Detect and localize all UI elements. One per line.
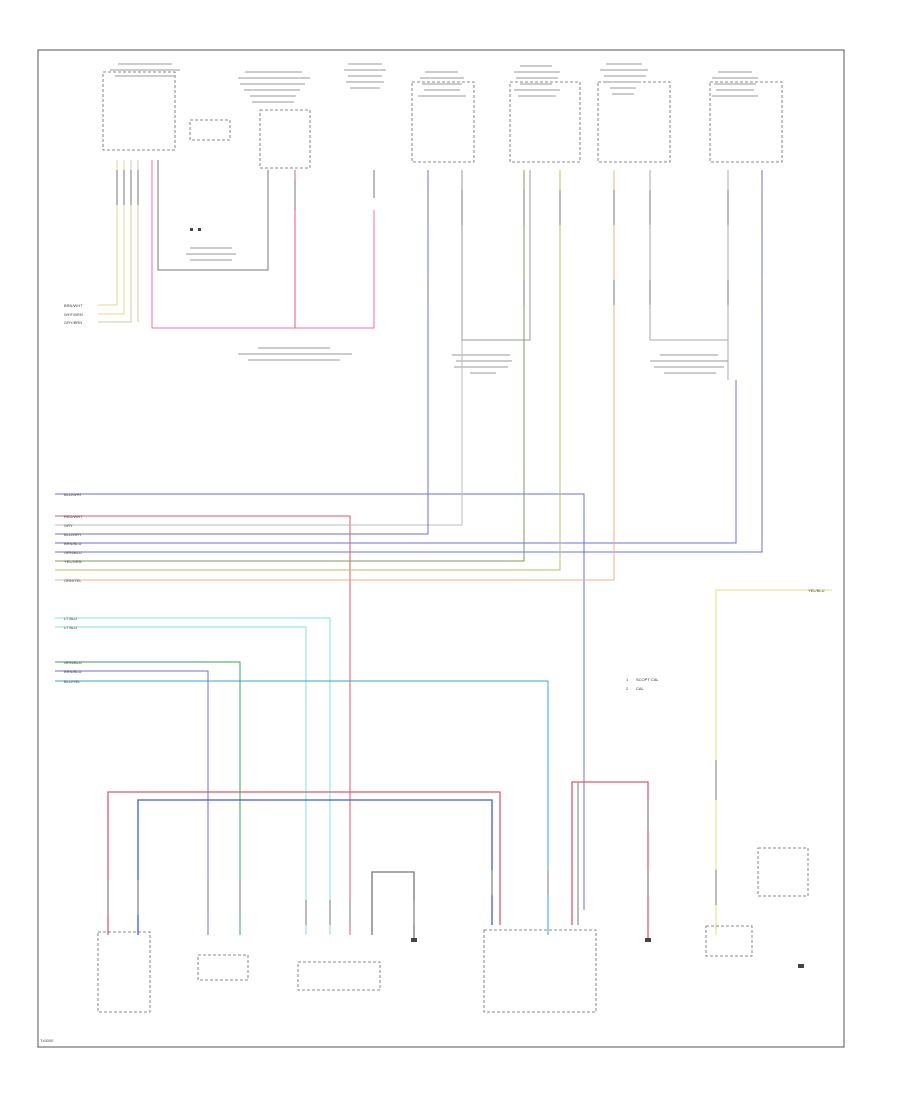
bottom-components	[97, 847, 809, 1013]
wire-label: GRN/BLU	[64, 550, 82, 555]
component-box-b4	[483, 929, 597, 1013]
wire-label: BRN/BLU	[64, 541, 81, 546]
wire-label: RED/WHT	[64, 514, 83, 519]
wire-label: BLU/WHT	[64, 492, 83, 497]
component-box-b5	[757, 847, 809, 897]
legend-key-2: 2	[626, 686, 629, 691]
component-box-b2	[197, 954, 249, 981]
vertical-connectors	[461, 170, 729, 380]
top-left-wires	[98, 160, 375, 329]
legend-text-1: SCOPT CAL	[636, 677, 659, 682]
connector-marks	[107, 170, 763, 925]
label-blocks	[110, 63, 758, 374]
bottom-wires	[107, 781, 649, 940]
component-box-b1	[97, 931, 151, 1013]
harness-lines	[55, 170, 832, 935]
wire-label: BRN/BLU	[64, 669, 81, 674]
wire-label: ORN/YEL	[64, 578, 82, 583]
top-components	[102, 71, 783, 169]
wire-label: BLU/YEL	[64, 679, 81, 684]
legend: 1 SCOPT CAL 2 CAL	[626, 677, 659, 691]
legend-key-1: 1	[626, 677, 629, 682]
wire-label: BLU/GRY	[64, 532, 82, 537]
component-box-7	[189, 119, 231, 141]
component-box-1	[102, 71, 176, 151]
component-box-b3	[297, 961, 381, 991]
wire-label: LT BLU	[64, 625, 77, 630]
wire-label: YEL/GRN	[64, 559, 82, 564]
component-box-4	[509, 81, 581, 163]
wire-label: GRY/BRN	[64, 320, 82, 325]
diagram-frame	[37, 49, 845, 1048]
wire-label: GRN/BLU	[64, 660, 82, 665]
wire-label: LT BLU	[64, 616, 77, 621]
legend-text-2: CAL	[636, 686, 645, 691]
component-box-3	[411, 81, 475, 163]
wire-label-right: YEL/BLU	[808, 588, 825, 593]
ground-symbols	[190, 228, 804, 968]
component-box-6	[709, 81, 783, 163]
corner-label: Tx3000	[40, 1038, 54, 1043]
wire-label: GRY	[64, 523, 73, 528]
component-box-2	[259, 109, 311, 169]
wire-label: BRN/WHT	[64, 303, 83, 308]
component-box-b6	[705, 925, 753, 957]
wire-label: WHT/BRN	[64, 312, 83, 317]
left-wire-labels: BRN/WHT WHT/BRN GRY/BRN BLU/WHT RED/WHT …	[64, 303, 825, 684]
